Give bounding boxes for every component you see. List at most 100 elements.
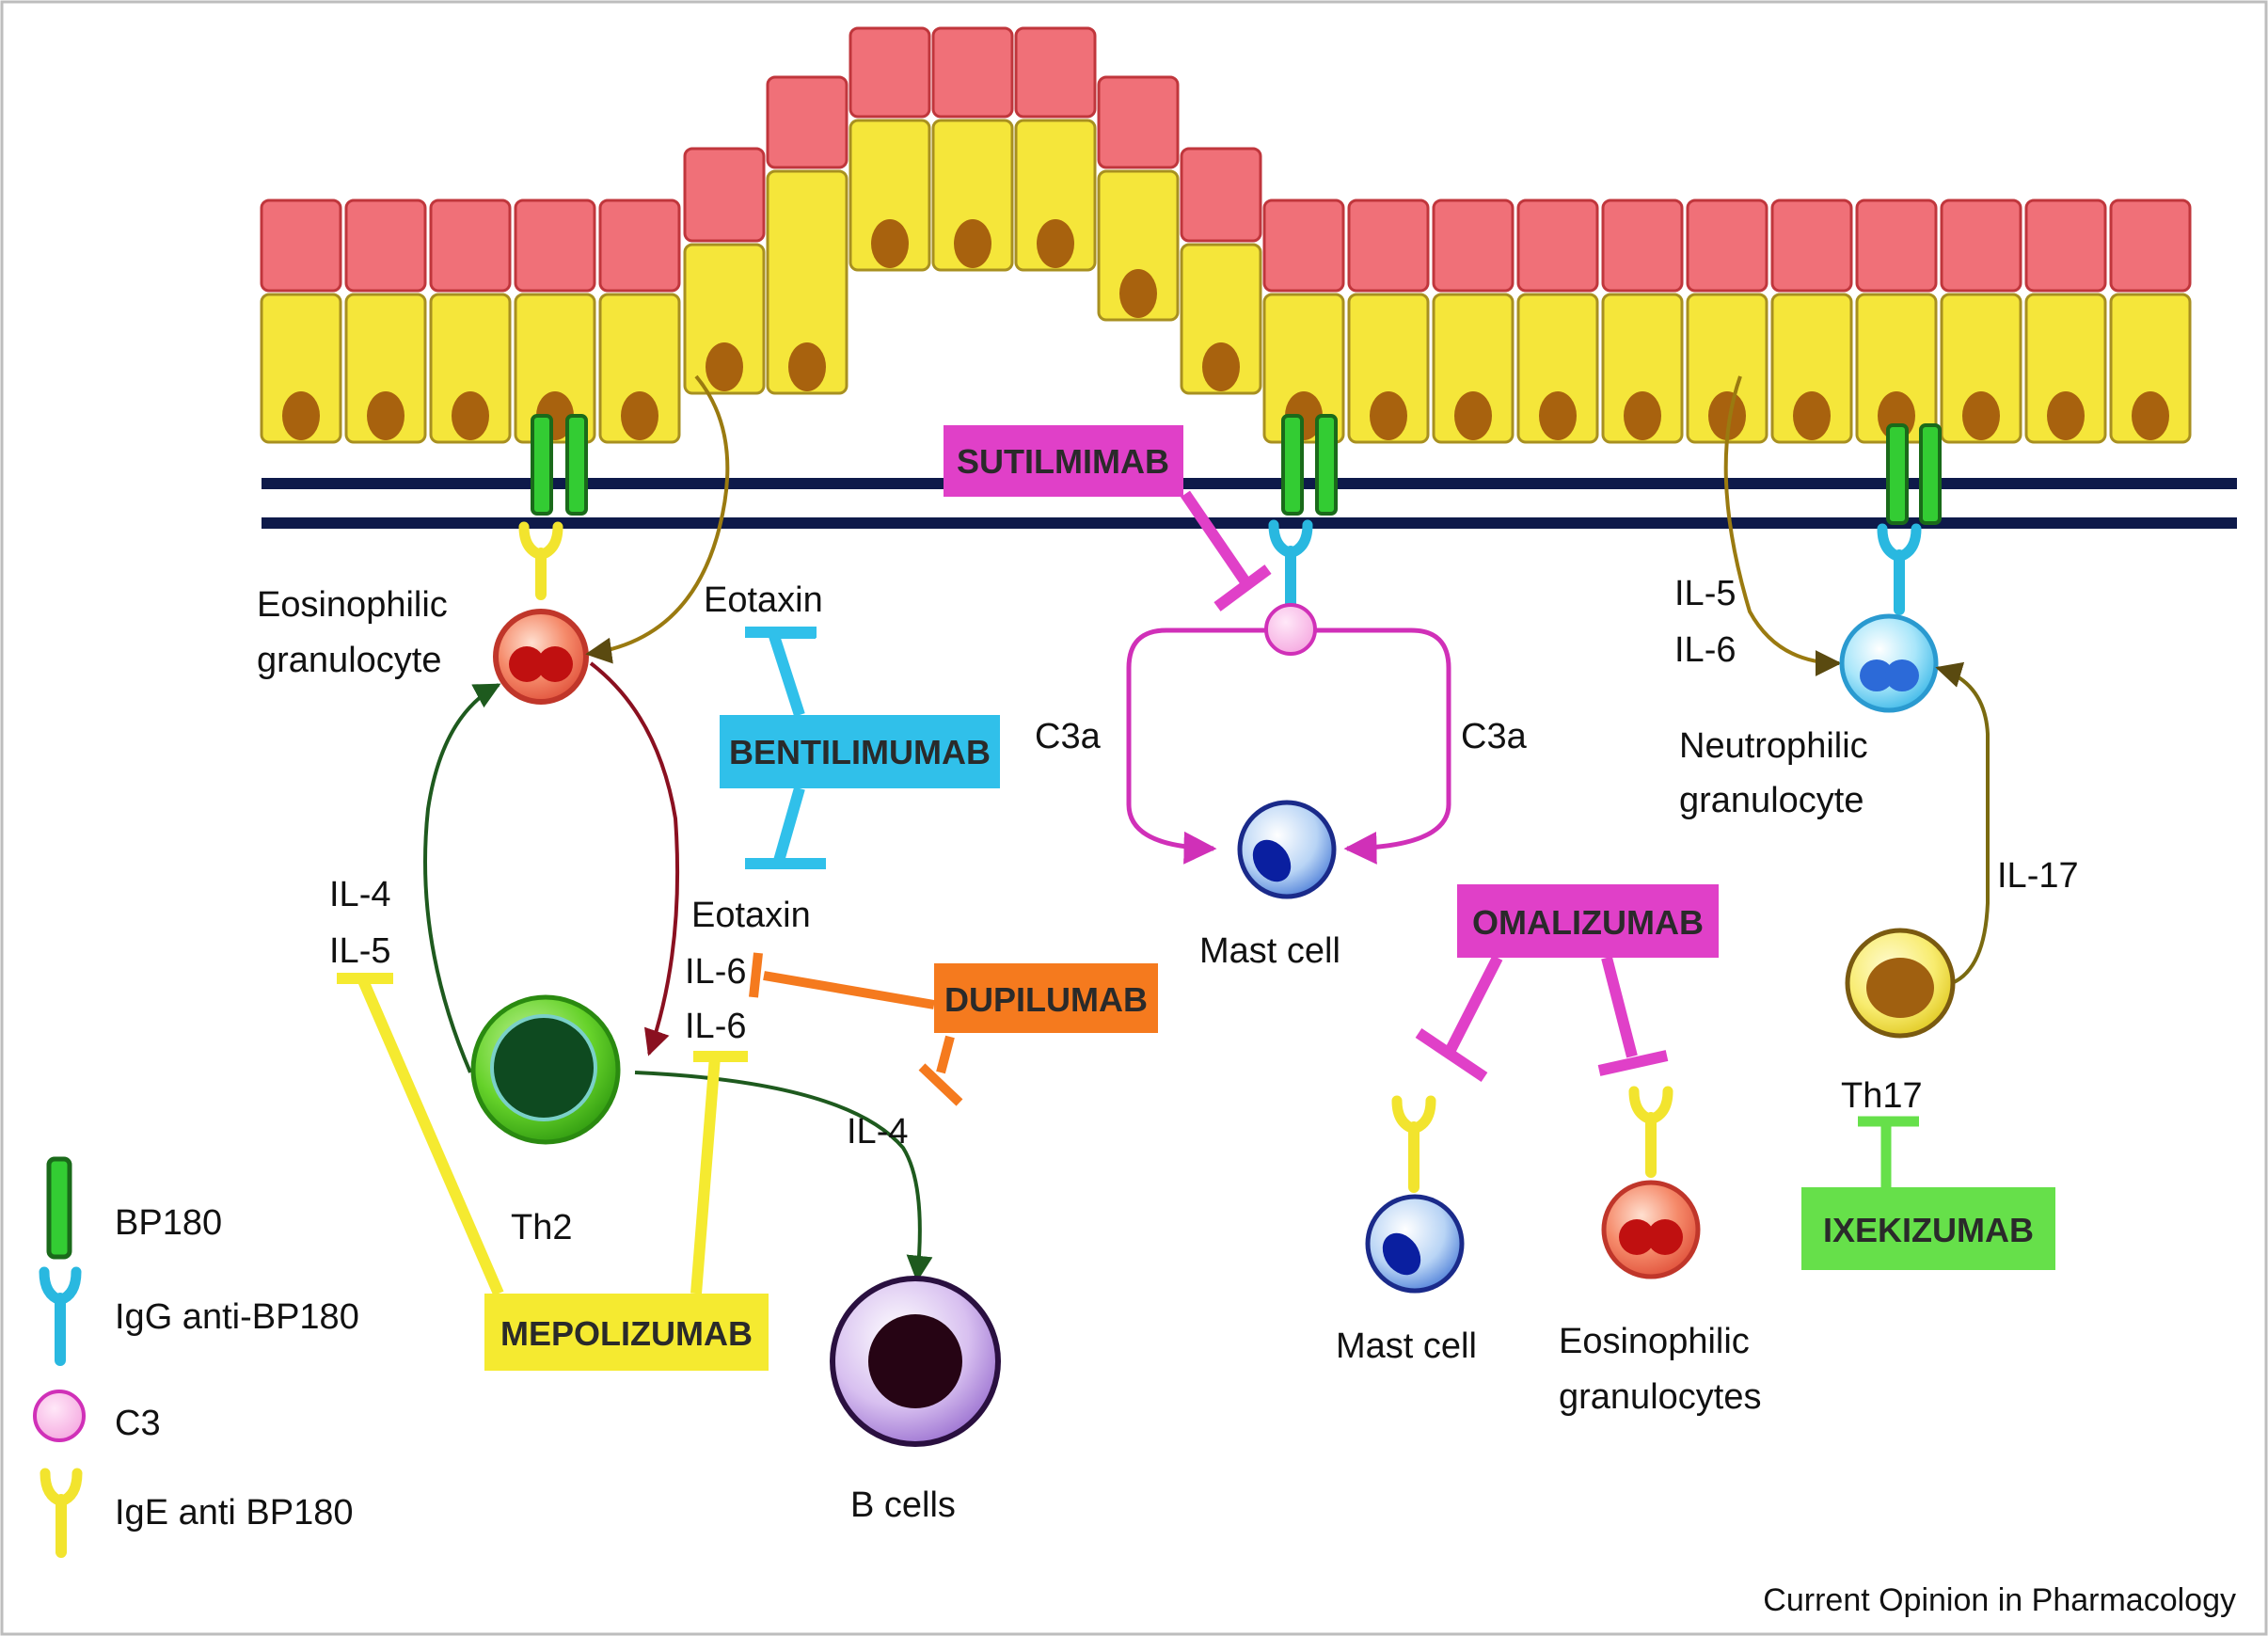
dupilumab-label: DUPILUMAB bbox=[944, 980, 1148, 1019]
keratinocyte-basal-cell bbox=[514, 293, 596, 444]
keratinocyte-basal-cell bbox=[1347, 293, 1430, 444]
il6-a-label: IL-6 bbox=[685, 952, 746, 992]
keratinocyte-nucleus bbox=[1202, 342, 1240, 391]
keratinocyte-nucleus bbox=[621, 391, 658, 440]
eotaxin-mid-label: Eotaxin bbox=[691, 896, 811, 935]
keratinocyte-nucleus bbox=[1793, 391, 1831, 440]
keratinocyte-basal-cell bbox=[2024, 293, 2107, 444]
keratinocyte-top-cell bbox=[1940, 199, 2022, 293]
mast-cell-bottom-label: Mast cell bbox=[1336, 1326, 1477, 1366]
keratinocyte-top-cell bbox=[931, 26, 1014, 119]
keratinocyte-basal-cell bbox=[683, 243, 766, 395]
dupilumab-box bbox=[934, 963, 1158, 1033]
keratinocyte-top-cell bbox=[1097, 75, 1180, 169]
keratinocyte-top-cell bbox=[1347, 199, 1430, 293]
keratinocyte-basal-cell bbox=[260, 293, 342, 444]
mepolizumab-inhibition bbox=[337, 973, 748, 1296]
il6-b-label: IL-6 bbox=[685, 1007, 746, 1046]
th17-cell bbox=[1845, 928, 1956, 1039]
keratinocyte-top-cell bbox=[598, 199, 681, 293]
keratinocyte-nucleus bbox=[367, 391, 404, 440]
mast-cell-bottom-cell bbox=[1365, 1095, 1465, 1294]
keratinocyte-top-cell bbox=[849, 26, 931, 119]
epidermis-layer bbox=[260, 26, 2192, 444]
keratinocyte-nucleus bbox=[871, 219, 909, 268]
legend-ige-label: IgE anti BP180 bbox=[115, 1493, 354, 1533]
keratinocyte-basal-cell bbox=[1601, 293, 1684, 444]
c3-complement bbox=[1264, 603, 1317, 656]
omalizumab-inhibition bbox=[1415, 955, 1669, 1082]
keratinocyte-top-cell bbox=[2109, 199, 2192, 293]
eosinophil-to-th2-arrow bbox=[589, 661, 680, 1056]
keratinocyte-nucleus bbox=[1037, 219, 1074, 268]
keratinocyte-nucleus bbox=[788, 342, 826, 391]
keratinocyte-nucleus bbox=[1539, 391, 1577, 440]
legend-ige-icon bbox=[40, 1468, 83, 1558]
legend-bp180-label: BP180 bbox=[115, 1203, 222, 1243]
keratinocyte-basal-cell bbox=[1940, 293, 2022, 444]
bentilimumab-inhibition bbox=[745, 627, 826, 869]
keratinocyte-top-cell bbox=[2024, 199, 2107, 293]
keratinocyte-top-cell bbox=[1770, 199, 1853, 293]
igg-antibody-right bbox=[1877, 523, 1922, 615]
th2-cell bbox=[470, 994, 621, 1145]
eotaxin-top-label: Eotaxin bbox=[704, 580, 823, 620]
c3a-left-label: C3a bbox=[1035, 717, 1102, 756]
keratinocyte-nucleus bbox=[452, 391, 489, 440]
keratinocyte-basal-cell bbox=[2109, 293, 2192, 444]
keratinocyte-nucleus bbox=[706, 342, 743, 391]
il4-bcell-label: IL-4 bbox=[847, 1112, 908, 1152]
legend-igg-icon bbox=[39, 1266, 82, 1366]
eosinophilic-bottom-label-line1: Eosinophilic bbox=[1559, 1322, 1750, 1361]
keratinocyte-basal-cell bbox=[598, 293, 681, 444]
keratinocyte-nucleus bbox=[954, 219, 991, 268]
keratinocyte-basal-cell bbox=[1516, 293, 1599, 444]
th17-label: Th17 bbox=[1841, 1076, 1923, 1116]
eosinophilic-label-line1: Eosinophilic bbox=[257, 585, 448, 625]
legend: BP180 IgG anti-BP180 C3 IgE anti BP180 bbox=[33, 1156, 359, 1558]
il5-right-label: IL-5 bbox=[1674, 574, 1736, 613]
keratinocyte-nucleus bbox=[1119, 269, 1157, 318]
mast-cell-center-cell bbox=[1237, 800, 1337, 899]
bp180-anchor-left bbox=[531, 414, 588, 516]
keratinocyte-nucleus bbox=[282, 391, 320, 440]
legend-c3-label: C3 bbox=[115, 1404, 161, 1443]
keratinocyte-top-cell bbox=[260, 199, 342, 293]
mast-cell-center-label: Mast cell bbox=[1199, 931, 1340, 971]
keratinocyte-basal-cell bbox=[1770, 293, 1853, 444]
keratinocyte-top-cell bbox=[1432, 199, 1515, 293]
th2-label: Th2 bbox=[511, 1208, 572, 1247]
keratinocyte-basal-cell bbox=[429, 293, 512, 444]
bentilimumab-label: BENTILIMUMAB bbox=[729, 733, 991, 771]
keratinocyte-top-cell bbox=[1686, 199, 1768, 293]
sutilmimab-inhibition bbox=[1181, 490, 1272, 612]
keratinocyte-nucleus bbox=[2047, 391, 2085, 440]
keratinocyte-basal-cell bbox=[344, 293, 427, 444]
keratinocyte-top-cell bbox=[1516, 199, 1599, 293]
keratinocyte-top-cell bbox=[514, 199, 596, 293]
neutrophilic-label-line1: Neutrophilic bbox=[1679, 726, 1868, 766]
th2-to-b-cells-arrow bbox=[634, 1071, 933, 1282]
ixekizumab-inhibition bbox=[1858, 1116, 1919, 1187]
il17-label: IL-17 bbox=[1997, 856, 2079, 896]
keratinocyte-nucleus bbox=[1370, 391, 1407, 440]
keratinocyte-top-cell bbox=[1014, 26, 1097, 119]
credit-line: Current Opinion in Pharmacology bbox=[1763, 1582, 2236, 1618]
sutilmimab-label: SUTILMIMAB bbox=[957, 442, 1169, 481]
il6-right-label: IL-6 bbox=[1674, 630, 1736, 670]
ige-antibody-left bbox=[518, 521, 563, 600]
neutrophilic-granulocyte-cell bbox=[1723, 375, 1939, 713]
sutilmimab-box bbox=[944, 425, 1183, 497]
keratinocyte-basal-cell bbox=[1432, 293, 1515, 444]
keratinocyte-basal-cell bbox=[931, 119, 1014, 272]
omalizumab-box bbox=[1457, 884, 1719, 958]
keratinocyte-top-cell bbox=[1855, 199, 1938, 293]
keratinocyte-basal-cell bbox=[1097, 169, 1180, 322]
keratinocyte-nucleus bbox=[1962, 391, 2000, 440]
keratinocyte-top-cell bbox=[1180, 147, 1262, 243]
bentilimumab-box bbox=[720, 715, 1000, 788]
keratinocyte-nucleus bbox=[2132, 391, 2169, 440]
eosinophilic-bottom-label-line2: granulocytes bbox=[1559, 1377, 1761, 1417]
keratinocyte-basal-cell bbox=[766, 169, 849, 395]
b-cells-label: B cells bbox=[850, 1485, 956, 1525]
